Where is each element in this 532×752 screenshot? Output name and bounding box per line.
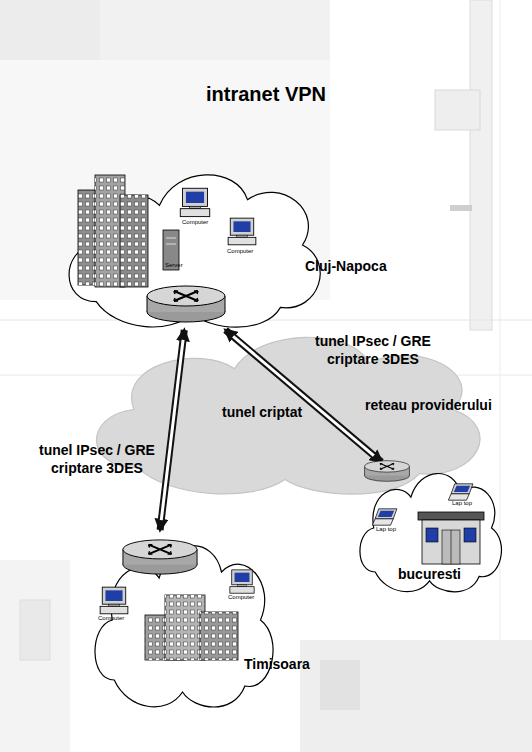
decor-block	[0, 0, 330, 300]
decor-chip	[435, 90, 480, 130]
router-icon	[147, 286, 225, 322]
decor-block	[0, 0, 100, 60]
illustration-part	[78, 190, 106, 285]
router-icon	[365, 461, 410, 482]
diagram-title: intranet VPN	[0, 83, 532, 106]
decor-chip	[450, 205, 472, 211]
cloud-name: bucuresti	[398, 566, 461, 582]
cloud-outline	[97, 337, 481, 494]
cloud-node: Cluj-Napoca	[55, 160, 330, 330]
laptop-icon	[448, 484, 473, 500]
illustration-part	[165, 595, 205, 660]
cloud-outline	[360, 474, 502, 592]
cloud-shape	[55, 160, 330, 330]
tunnel-arrow	[160, 330, 184, 530]
device-label: Computer	[228, 594, 254, 600]
computer-icon	[230, 570, 254, 593]
tunnel-arrow	[226, 330, 382, 462]
illustration-part	[464, 528, 476, 542]
timisoara-building	[145, 595, 238, 660]
cloud-name: Cluj-Napoca	[305, 258, 387, 274]
cloud-node: bucuresti	[352, 462, 507, 594]
cloud-node: Timisoara	[85, 530, 280, 710]
device-label: Lap top	[452, 500, 472, 506]
cloud-shape	[85, 530, 280, 710]
illustration-part	[418, 512, 484, 520]
tunnel-label: tunel criptat	[222, 404, 302, 420]
edge-label: tunel IPsec / GRE criptare 3DES	[298, 332, 448, 368]
device-label: Computer	[182, 219, 208, 225]
decor-chip	[320, 660, 360, 710]
tunnel-core	[233, 336, 374, 455]
decor-line	[0, 375, 532, 376]
computer-icon	[228, 218, 256, 245]
device-label: Lap top	[376, 526, 396, 532]
laptop-icon	[372, 509, 397, 525]
decor-line	[500, 0, 501, 752]
illustration-part	[163, 230, 179, 270]
cluj-building	[78, 175, 148, 287]
illustration-part	[451, 530, 452, 564]
device-label: Computer	[98, 615, 124, 621]
tunnel-core	[161, 340, 183, 520]
illustration-part	[165, 595, 205, 660]
illustration-part	[166, 238, 176, 239]
illustration-part	[78, 190, 106, 285]
cloud-outline	[69, 175, 320, 327]
computer-icon	[100, 587, 128, 614]
illustration-part	[442, 530, 460, 564]
decor-block	[100, 0, 330, 60]
cloud-outline	[95, 546, 273, 707]
illustration-part	[422, 520, 480, 564]
illustration-part	[200, 612, 238, 660]
decor-block	[300, 640, 532, 752]
bucuresti-shop	[418, 512, 484, 564]
server-icon	[163, 230, 179, 270]
decor-line	[0, 320, 532, 321]
cloud-name: Timisoara	[244, 656, 310, 672]
device-label: Server	[165, 262, 183, 268]
illustration-part	[145, 615, 185, 660]
illustration-part	[95, 175, 125, 287]
cloud-shape	[75, 322, 495, 497]
tunnel-line	[160, 330, 184, 530]
edge-label: tunel IPsec / GRE criptare 3DES	[22, 441, 172, 477]
illustration-part	[95, 175, 125, 287]
illustration-part	[120, 195, 148, 287]
decor-chip	[20, 600, 50, 660]
cloud-node: reteau providerului	[75, 322, 495, 497]
router-icon	[123, 540, 197, 574]
decor-block	[0, 560, 70, 752]
computer-icon	[180, 188, 209, 216]
illustration-part	[200, 612, 238, 660]
illustration-part	[166, 244, 176, 245]
cloud-shape	[352, 462, 507, 594]
tunnel-line	[226, 330, 382, 462]
decor-strip	[470, 0, 492, 330]
cloud-name: reteau providerului	[365, 397, 492, 413]
device-label: Computer	[227, 248, 253, 254]
illustration-part	[426, 528, 438, 542]
illustration-part	[120, 195, 148, 287]
illustration-part	[145, 615, 185, 660]
